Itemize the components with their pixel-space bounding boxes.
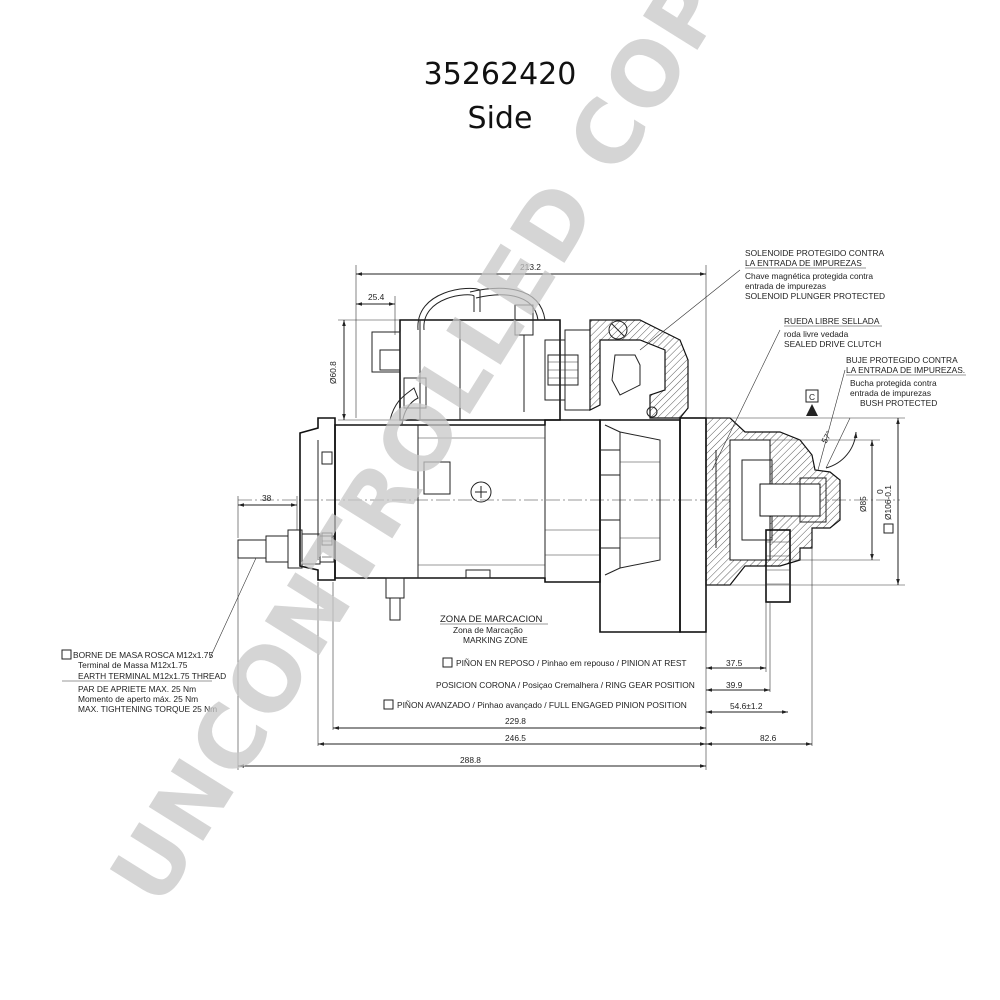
dim-85: Ø85 <box>858 496 868 512</box>
callout-bush-2: LA ENTRADA DE IMPUREZAS. <box>846 365 965 375</box>
dim-37: 37.5 <box>726 658 743 668</box>
earth-callout-1: BORNE DE MASA ROSCA M12x1.75 <box>73 650 213 660</box>
dim-54: 54.6±1.2 <box>730 701 763 711</box>
dim-106-prefix: 0 <box>875 489 885 494</box>
starter-body <box>238 417 900 633</box>
callout-bush-4: entrada de impurezas <box>850 388 931 398</box>
callout-clutch-1: RUEDA LIBRE SELLADA <box>784 316 880 326</box>
dim-60: Ø60.8 <box>328 361 338 384</box>
dimension-lines <box>237 265 905 770</box>
solenoid <box>371 287 689 425</box>
mounting-flange <box>679 417 707 633</box>
solenoid-cap <box>589 319 689 419</box>
callout-clutch-2: roda livre vedada <box>784 329 849 339</box>
drive-housing <box>599 419 681 633</box>
dim-246: 246.5 <box>505 733 526 743</box>
part-number: 35262420 <box>423 57 577 92</box>
earth-callout-5: Momento de aperto máx. 25 Nm <box>78 694 198 704</box>
rear-cover <box>299 417 336 581</box>
callout-solenoid-2: LA ENTRADA DE IMPUREZAS <box>745 258 862 268</box>
earth-callout-4: PAR DE APRIETE MAX. 25 Nm <box>78 684 196 694</box>
dim-213: 213.2 <box>520 262 541 272</box>
shaft <box>759 483 821 517</box>
marking-zone-3: MARKING ZONE <box>463 635 528 645</box>
dim-38: 38 <box>262 493 272 503</box>
leader-lines <box>209 269 846 659</box>
dim-82: 82.6 <box>760 733 777 743</box>
screw-icon <box>470 481 492 503</box>
nameplate <box>423 461 451 495</box>
callout-bush-5: BUSH PROTECTED <box>860 398 937 408</box>
dim-39: 39.9 <box>726 680 743 690</box>
terminal-bolt <box>371 331 401 373</box>
watermark: UNCONTROLLED COPY <box>90 0 781 921</box>
callout-solenoid-4: entrada de impurezas <box>745 281 826 291</box>
callout-solenoid-5: SOLENOID PLUNGER PROTECTED <box>745 291 885 301</box>
callout-solenoid-3: Chave magnética protegida contra <box>745 271 873 281</box>
pinion <box>765 529 791 603</box>
callout-bush-3: Bucha protegida contra <box>850 378 937 388</box>
marking-zone-2: Zona de Marcação <box>453 625 523 635</box>
view-label: Side <box>467 101 533 136</box>
callout-solenoid-1: SOLENOIDE PROTEGIDO CONTRA <box>745 248 885 258</box>
earth-callout-2: Terminal de Massa M12x1.75 <box>78 660 188 670</box>
pos-ring: POSICION CORONA / Posiçao Cremalhera / R… <box>436 680 695 690</box>
marking-zone-1: ZONA DE MARCACION <box>440 614 543 625</box>
dim-106: Ø106-0.1 <box>883 485 893 520</box>
earth-callout-6: MAX. TIGHTENING TORQUE 25 Nm <box>78 704 217 714</box>
dim-angle: 57° <box>819 429 834 445</box>
dim-25: 25.4 <box>368 292 385 302</box>
dim-288: 288.8 <box>460 755 481 765</box>
datum-letter: C <box>809 392 815 402</box>
earth-terminal <box>237 529 335 569</box>
earth-callout-3: EARTH TERMINAL M12x1.75 THREAD <box>78 671 226 681</box>
pos-rest: PIÑON EN REPOSO / Pinhao em repouso / PI… <box>456 658 687 668</box>
drain-stub <box>385 577 405 599</box>
callout-clutch-3: SEALED DRIVE CLUTCH <box>784 339 881 349</box>
dim-229: 229.8 <box>505 716 526 726</box>
callout-bush-1: BUJE PROTEGIDO CONTRA <box>846 355 958 365</box>
pos-engaged: PIÑON AVANZADO / Pinhao avançado / FULL … <box>397 700 687 710</box>
